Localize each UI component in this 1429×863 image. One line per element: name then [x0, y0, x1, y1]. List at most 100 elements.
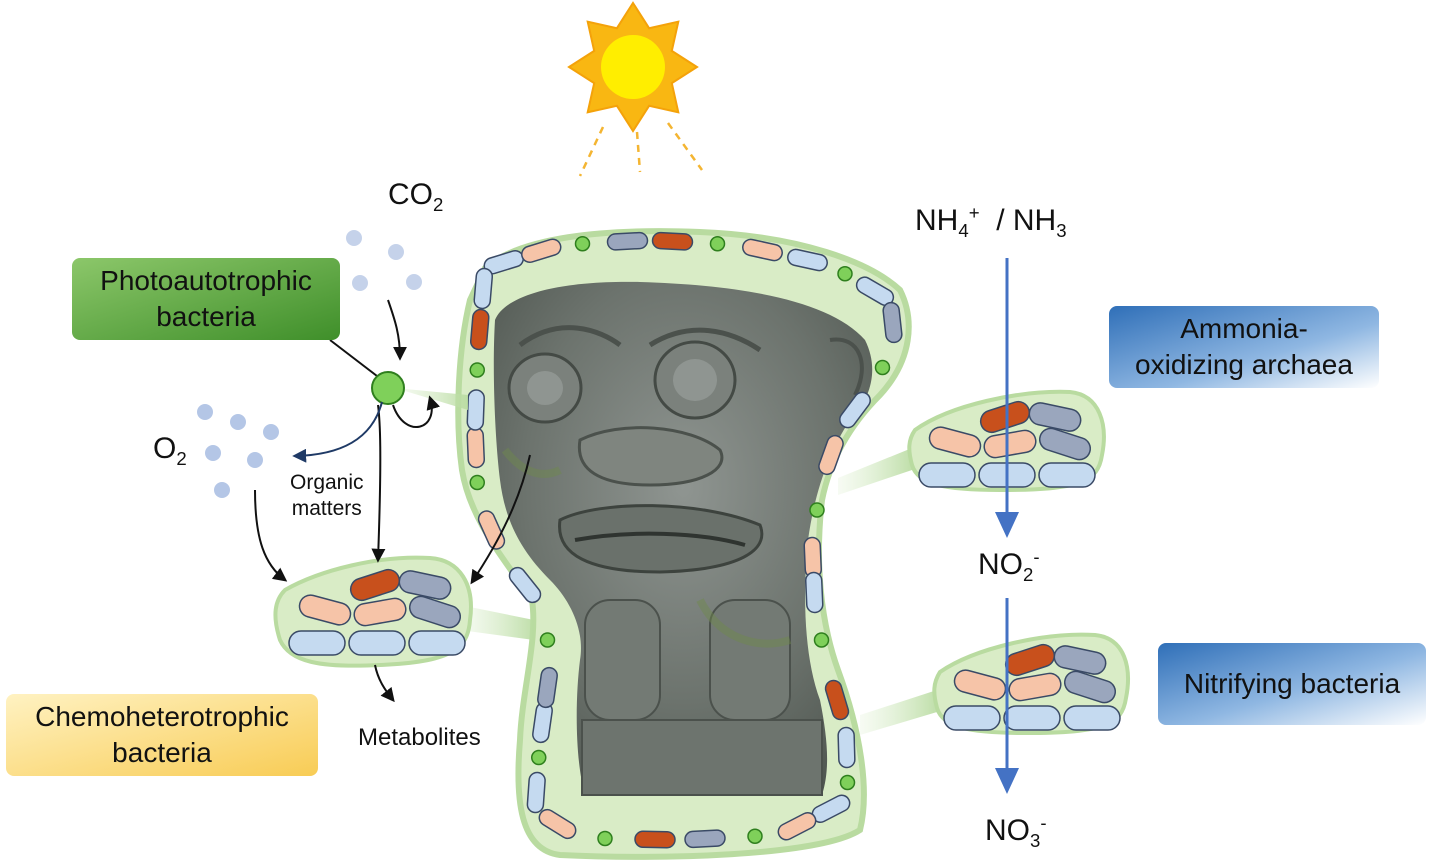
bacterium-cell [837, 726, 856, 769]
chemoheterotrophic-box-bg [6, 694, 318, 776]
photoautotroph-cell-icon [371, 371, 405, 405]
nh3-base: / NH [987, 204, 1057, 237]
bacterium-cell [882, 301, 903, 344]
cluster-bacterium-cell [1028, 402, 1082, 432]
cluster-cells [288, 400, 1121, 731]
cluster-bacterium-cell [1063, 705, 1121, 731]
cluster-bacterium-cell [298, 594, 352, 626]
no3-sub: 3 [1030, 830, 1041, 851]
co2-base: CO [388, 178, 433, 211]
bacterium-cell [466, 389, 485, 431]
bacterium-cell [818, 434, 844, 476]
o2-molecule-dots [197, 404, 279, 498]
bacterium-cell [466, 426, 486, 469]
coccus-cell [709, 236, 726, 252]
coccus-cell [874, 359, 891, 376]
bacterium-cell [855, 276, 895, 307]
beam-nitrifying [860, 690, 937, 735]
cluster-bacterium-cell [1053, 645, 1107, 675]
bacterium-cell [839, 391, 871, 429]
nitrifying-box-bg [1158, 643, 1426, 725]
coccus-cell [469, 474, 485, 491]
coccus-cell [539, 632, 556, 648]
cluster-bacterium-cell [953, 669, 1007, 701]
bacterium-cell [684, 829, 726, 849]
nitrogen-pathway-arrows [995, 258, 1019, 794]
bacterium-cell [742, 238, 783, 262]
photo-label-line2: bacteria [156, 301, 256, 332]
beam-archaea [838, 448, 912, 495]
ammonia-box-bg [1109, 306, 1379, 388]
cluster-bacterium-cell [1003, 705, 1061, 731]
bacterium-cell [824, 679, 850, 721]
cluster-bacterium-cell [928, 426, 982, 458]
coccus-cell [531, 749, 547, 766]
coccus-cell [809, 502, 825, 518]
cluster-bacterium-cell [1063, 670, 1117, 704]
cluster-bacterium-cell [408, 595, 462, 629]
photoautotrophic-label: Photoautotrophic bacteria [72, 258, 340, 340]
bacterium-cell [538, 808, 577, 840]
organic-matters-label: Organic matters [290, 470, 364, 523]
nh4-base: NH [915, 204, 959, 237]
o2-label: O2 [153, 432, 187, 470]
nh3-sub: 3 [1056, 220, 1067, 241]
nitrite-label: NO2- [978, 546, 1040, 586]
bacterium-cell [508, 566, 542, 604]
cluster-bacterium-cell [353, 597, 407, 627]
nitrifying-label: Nitrifying bacteria [1158, 643, 1426, 725]
chemoheterotrophic-label: Chemoheterotrophic bacteria [6, 694, 318, 776]
photoautotrophic-box-bg [72, 258, 340, 340]
no3-sup: - [1040, 812, 1047, 833]
organic-line1: Organic [290, 471, 364, 494]
sun-icon [567, 1, 704, 177]
cluster-bacterium-cell [943, 705, 1001, 731]
o2-release-arrow [292, 401, 383, 463]
bacterium-cell [537, 666, 558, 709]
nitrate-label: NO3- [985, 812, 1047, 852]
coccus-cell [813, 632, 830, 648]
cluster-bacterium-cell [1038, 462, 1096, 488]
biofilm-cells [466, 231, 903, 849]
coccus-cell [574, 236, 591, 252]
stone-statue-image [493, 281, 873, 796]
cluster-bacterium-cell [398, 570, 452, 600]
chemo-label-line2: bacteria [112, 737, 212, 768]
bacterium-cell [804, 571, 824, 614]
coccus-cell [839, 774, 856, 791]
beam-chemo [460, 605, 534, 640]
bacterium-cell [777, 812, 817, 841]
ammonia-oxidizing-label: Ammonia- oxidizing archaea [1109, 306, 1379, 388]
bacterium-cell [634, 830, 676, 849]
cluster-bacterium-cell [408, 630, 466, 656]
cluster-bacterium-cell [1038, 427, 1092, 461]
cluster-bacterium-cell [918, 462, 976, 488]
bacterium-cell [521, 238, 562, 264]
no2-sup: - [1033, 546, 1040, 567]
ammonia-label-line1: Ammonia- [1180, 313, 1308, 345]
co2-sub: 2 [433, 194, 444, 215]
coccus-cell [837, 266, 853, 282]
bacterium-cell [469, 308, 490, 351]
no2-sub: 2 [1023, 564, 1034, 585]
bacterium-cell [606, 231, 649, 251]
coccus-cell [469, 362, 485, 378]
chemo-label-line1: Chemoheterotrophic [35, 701, 289, 733]
no3-base: NO [985, 814, 1030, 847]
ammonia-label-line2: oxidizing archaea [1135, 349, 1353, 380]
photo-connector-line [329, 339, 378, 377]
coccus-cell [597, 830, 613, 847]
bacterium-cell [787, 248, 828, 272]
o2-base: O [153, 432, 177, 465]
cluster-bacterium-cell [1008, 672, 1062, 702]
bacterium-cell [651, 231, 694, 251]
cluster-bacterium-cell [348, 630, 406, 656]
organic-line2: matters [291, 497, 362, 521]
cluster-bacterium-cell [349, 568, 401, 602]
co2-label: CO2 [388, 178, 443, 216]
coccus-cell [747, 828, 763, 844]
bacterium-cell [803, 536, 823, 579]
o2-sub: 2 [176, 448, 187, 469]
